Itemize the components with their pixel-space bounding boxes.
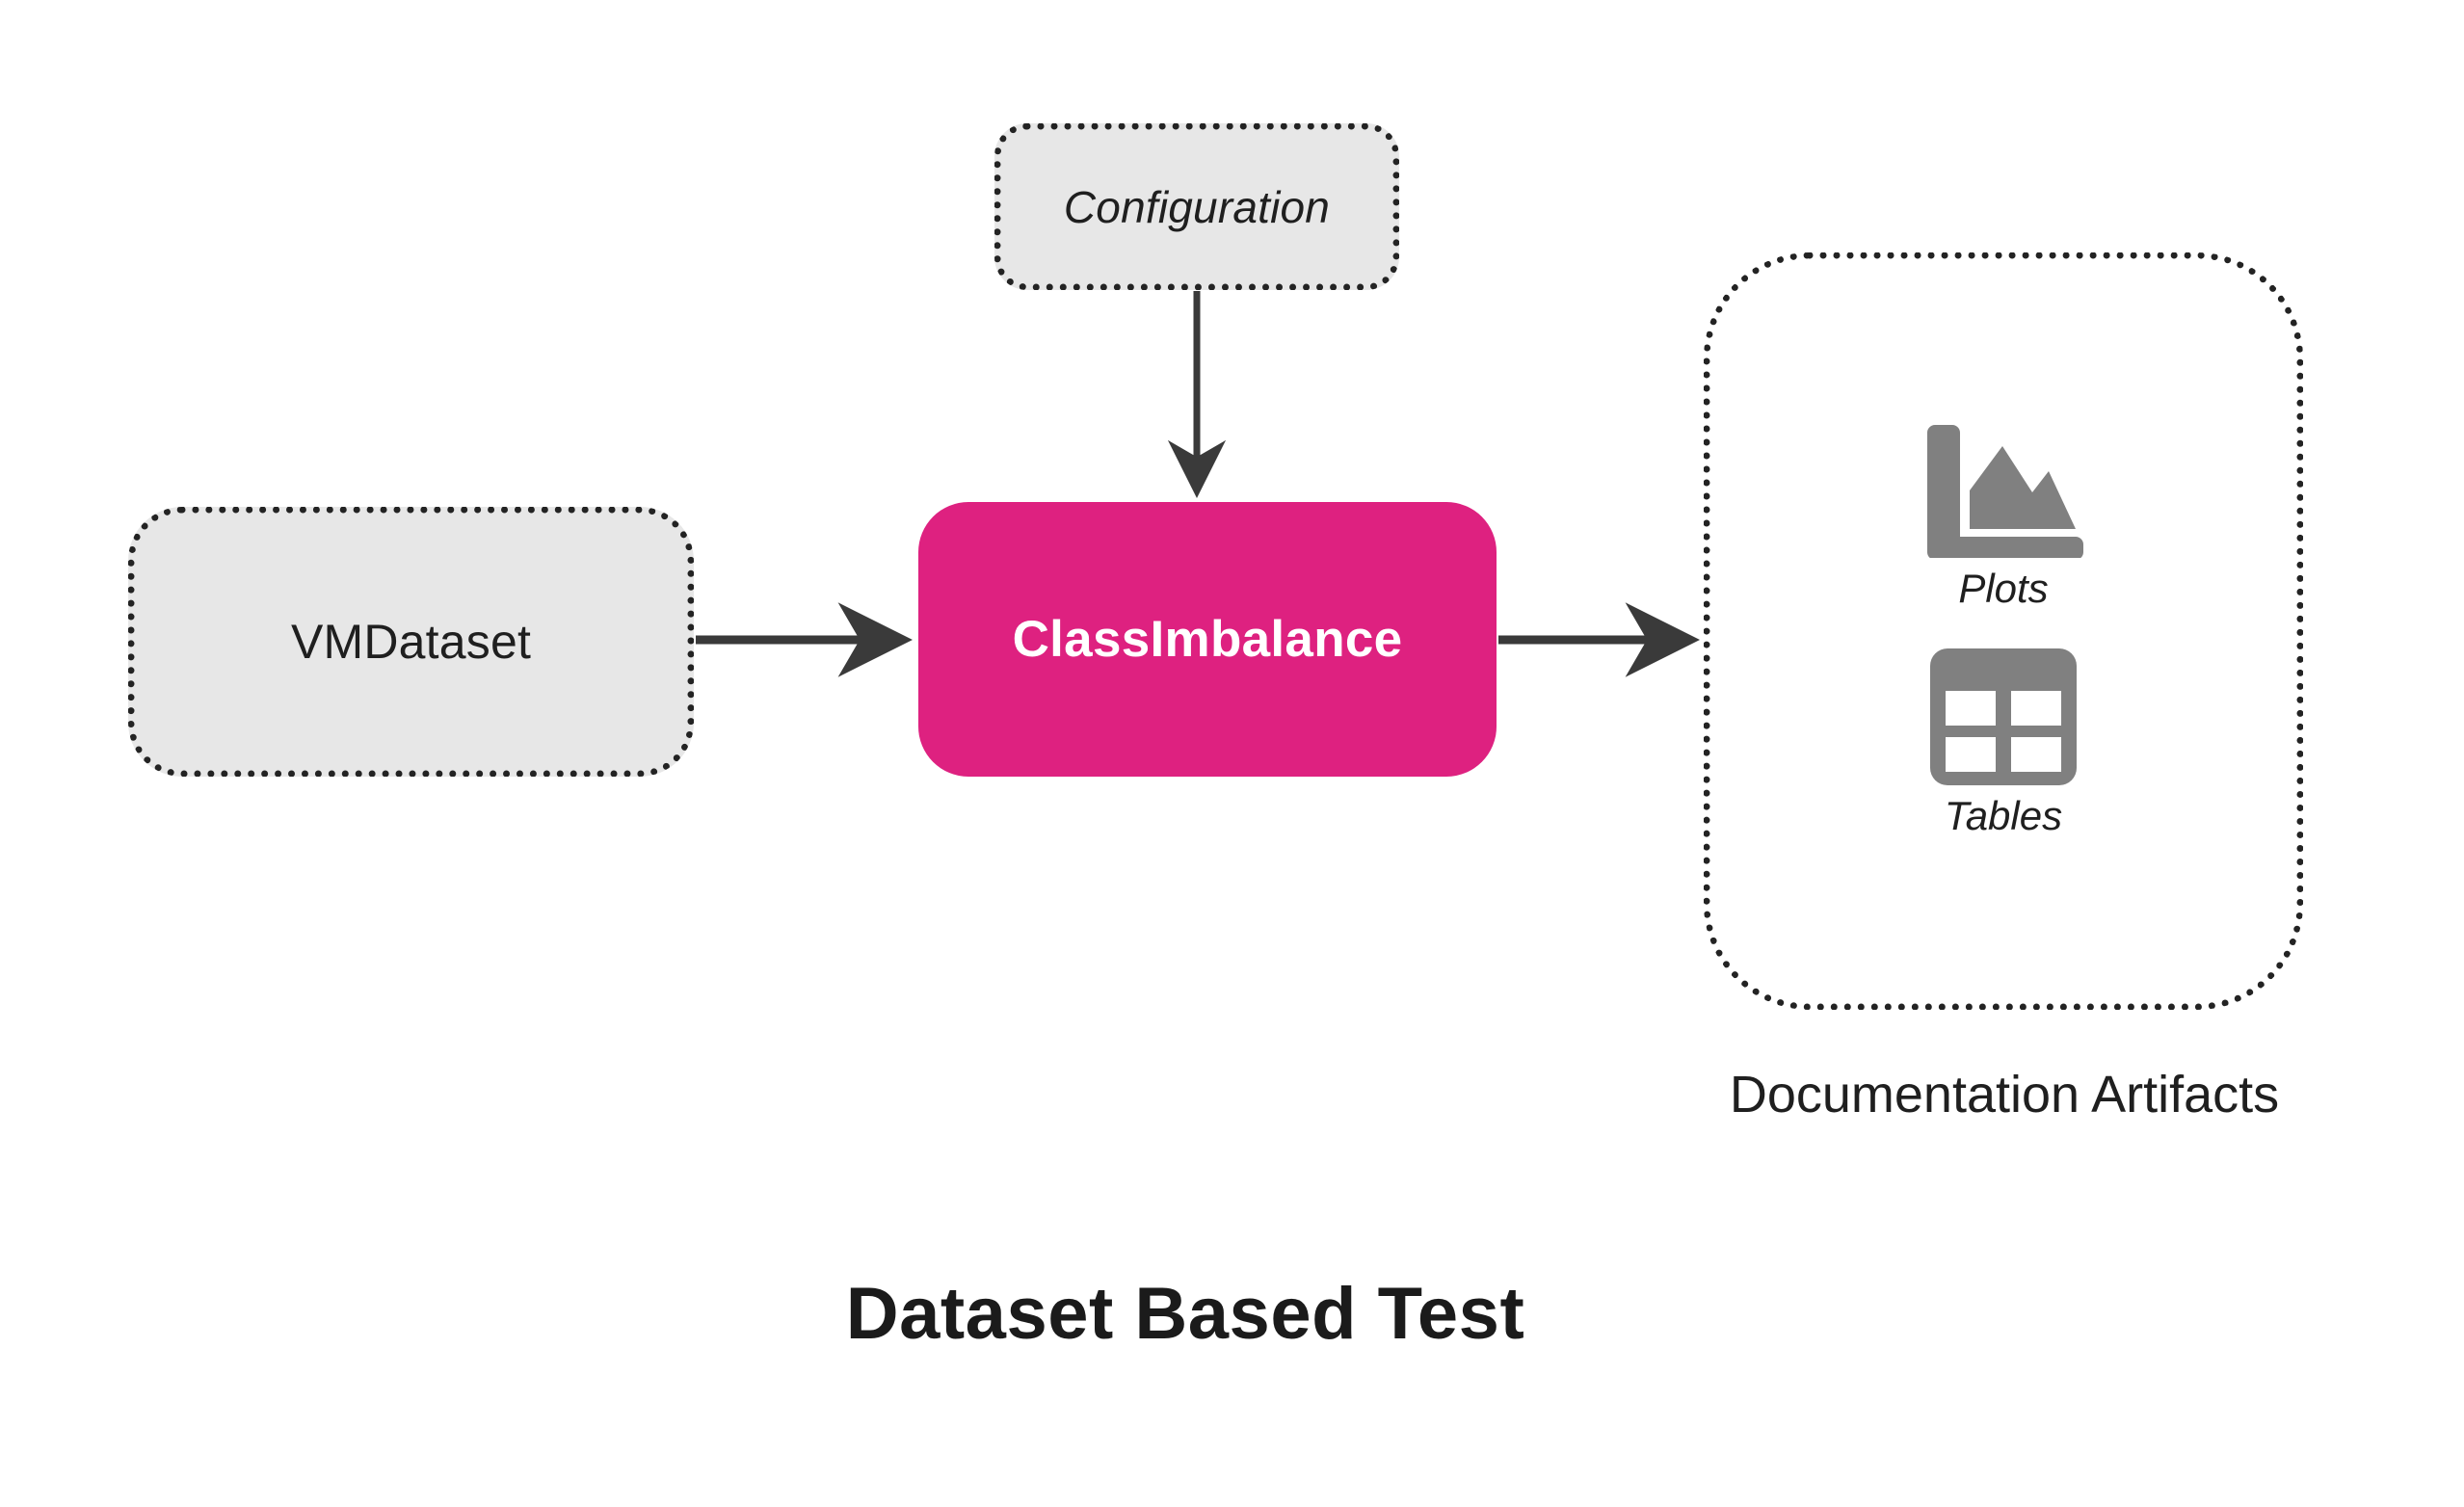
table-grid-icon <box>1930 648 2077 785</box>
node-configuration[interactable]: Configuration <box>994 123 1399 290</box>
documentation-artifacts-container: Plots Tables <box>1704 252 2303 1010</box>
artifacts-stack: Plots Tables <box>1710 259 2296 1003</box>
area-chart-icon <box>1927 425 2083 558</box>
node-configuration-label: Configuration <box>1063 181 1331 232</box>
node-classimbalance-label: ClassImbalance <box>1012 611 1403 668</box>
documentation-artifacts-caption: Documentation Artifacts <box>1729 1066 2280 1124</box>
artifact-plots-label: Plots <box>1958 566 2049 611</box>
node-classimbalance[interactable]: ClassImbalance <box>918 502 1497 777</box>
artifact-tables-label: Tables <box>1944 793 2063 838</box>
artifact-tables[interactable]: Tables <box>1930 648 2077 839</box>
node-vmdataset-label: VMDataset <box>290 615 532 669</box>
node-vmdataset[interactable]: VMDataset <box>128 507 694 777</box>
diagram-title: Dataset Based Test <box>845 1273 1525 1355</box>
artifact-plots[interactable]: Plots <box>1923 423 2083 612</box>
